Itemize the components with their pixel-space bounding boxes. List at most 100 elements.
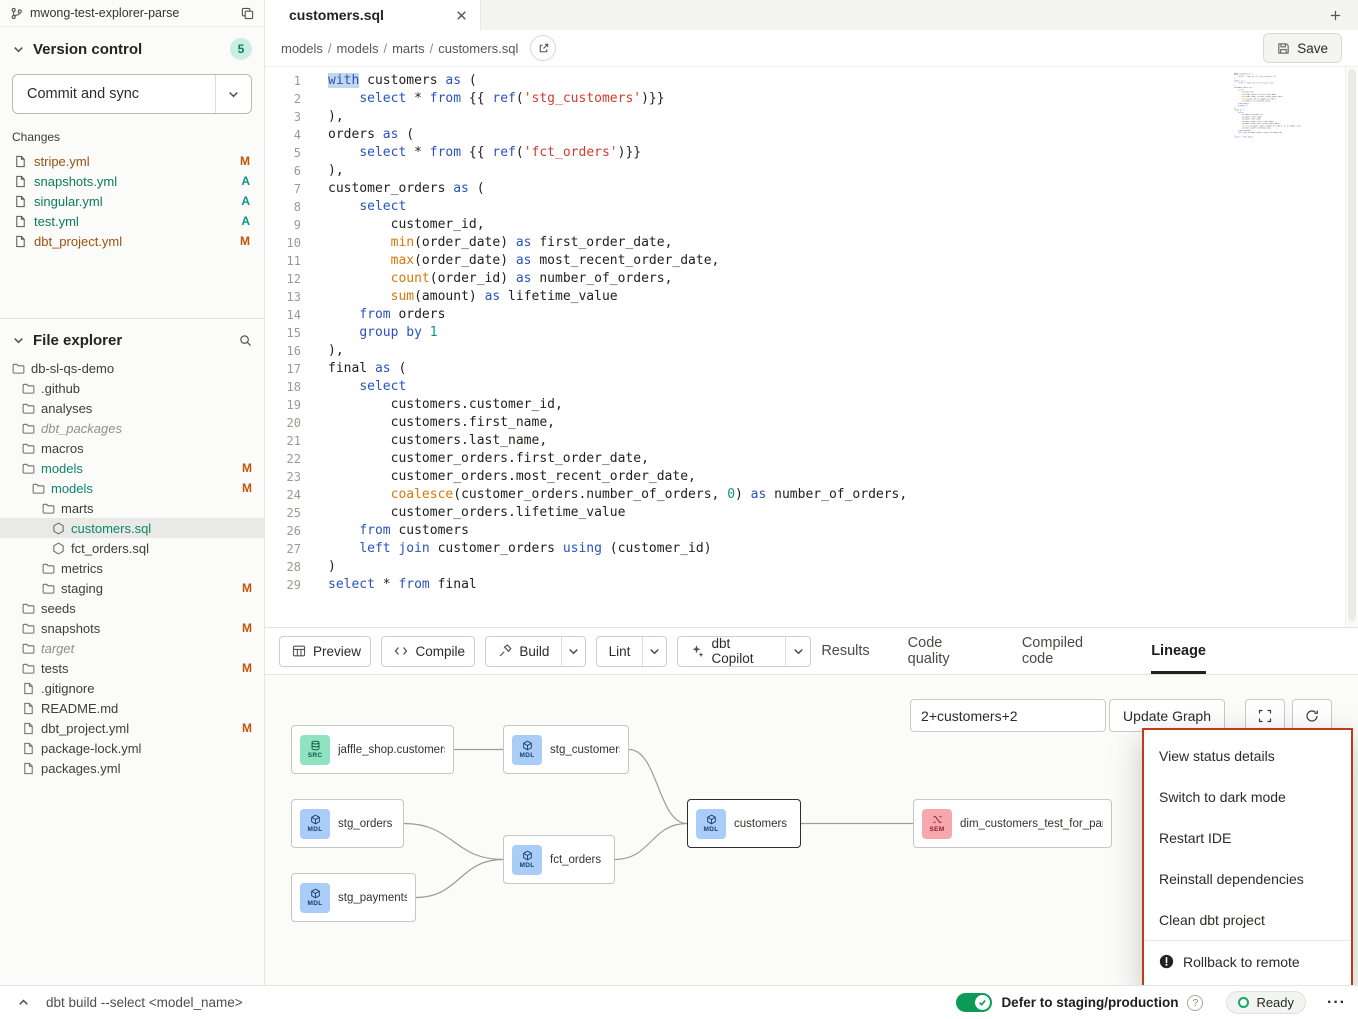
fullscreen-button[interactable] <box>1245 699 1285 732</box>
tree-item-label: staging <box>61 580 103 596</box>
menu-item-reinstall-dependencies[interactable]: Reinstall dependencies <box>1144 858 1351 899</box>
close-icon[interactable] <box>455 9 468 22</box>
search-icon[interactable] <box>239 334 252 347</box>
tree-item-.gitignore[interactable]: .gitignore <box>0 678 264 698</box>
tree-item-macros[interactable]: macros <box>0 438 264 458</box>
commit-and-sync-button[interactable]: Commit and sync <box>12 74 252 114</box>
commit-dropdown-button[interactable] <box>215 75 251 113</box>
lint-button[interactable]: Lint <box>595 635 668 667</box>
line-number: 1 <box>293 74 301 88</box>
tree-item-label: models <box>41 460 83 476</box>
tree-item-db-sl-qs-demo[interactable]: db-sl-qs-demo <box>0 358 264 378</box>
code-line: sum(amount) as lifetime_value <box>390 289 618 304</box>
open-in-explorer-button[interactable] <box>530 35 557 61</box>
scrollbar-thumb[interactable] <box>1348 69 1356 621</box>
code-content[interactable]: with customers as ( select * from {{ ref… <box>328 72 1278 594</box>
dbt-command-text[interactable]: dbt build --select <model_name> <box>46 995 243 1010</box>
breadcrumb-segment[interactable]: marts <box>392 40 425 56</box>
tree-item-README.md[interactable]: README.md <box>0 698 264 718</box>
line-number: 20 <box>286 416 301 430</box>
save-icon <box>1277 42 1290 55</box>
preview-button[interactable]: Preview <box>279 635 372 667</box>
code-line: with customers as ( <box>328 73 477 88</box>
code-line: customers.customer_id, <box>328 397 563 412</box>
tab-compiled-code[interactable]: Compiled code <box>1021 635 1084 667</box>
tree-item-target[interactable]: target <box>0 638 264 658</box>
tree-item-customers.sql[interactable]: customers.sql <box>0 518 264 538</box>
tree-item-metrics[interactable]: metrics <box>0 558 264 578</box>
tab-code-quality[interactable]: Code quality <box>907 635 950 667</box>
file-icon <box>22 762 35 775</box>
tree-item-dbt_packages[interactable]: dbt_packages <box>0 418 264 438</box>
breadcrumb-segment[interactable]: models <box>281 40 323 56</box>
menu-item-clean-dbt-project[interactable]: Clean dbt project <box>1144 899 1351 940</box>
tree-item-analyses[interactable]: analyses <box>0 398 264 418</box>
build-dropdown-button[interactable] <box>561 636 584 666</box>
build-button[interactable]: Build <box>485 635 586 667</box>
code-line: max(order_date) as most_recent_order_dat… <box>390 253 720 268</box>
result-tabs: Results Code quality Compiled code Lineage <box>821 628 1206 674</box>
tab-customers-sql[interactable]: customers.sql <box>265 0 481 30</box>
tree-item-packages.yml[interactable]: packages.yml <box>0 758 264 778</box>
copy-icon[interactable] <box>241 7 254 20</box>
dbt-copilot-dropdown-button[interactable] <box>785 636 810 666</box>
tree-item-label: seeds <box>41 600 76 616</box>
breadcrumb-segment[interactable]: customers.sql <box>438 40 519 56</box>
dbt-copilot-button[interactable]: dbt Copilot <box>677 635 812 667</box>
chevron-down-icon[interactable] <box>12 43 25 56</box>
tab-results[interactable]: Results <box>821 643 870 659</box>
tree-item-marts[interactable]: marts <box>0 498 264 518</box>
defer-toggle[interactable] <box>956 993 993 1012</box>
chevron-down-icon[interactable] <box>12 334 25 347</box>
vertical-scrollbar[interactable] <box>1345 67 1358 627</box>
breadcrumb-segment[interactable]: models <box>336 40 379 56</box>
menu-divider <box>1144 940 1351 941</box>
lineage-selector-input[interactable] <box>910 699 1107 732</box>
new-tab-button[interactable] <box>1312 0 1358 30</box>
save-button[interactable]: Save <box>1263 33 1342 63</box>
menu-item-switch-to-dark-mode[interactable]: Switch to dark mode <box>1144 776 1351 817</box>
line-number: 28 <box>286 560 301 574</box>
update-graph-button[interactable]: Update Graph <box>1109 699 1225 732</box>
menu-item-view-status-details[interactable]: View status details <box>1144 735 1351 776</box>
compile-button[interactable]: Compile <box>381 635 476 667</box>
tree-item-package-lock.yml[interactable]: package-lock.yml <box>0 738 264 758</box>
line-number: 17 <box>286 362 301 376</box>
menu-item-rollback-to-remote[interactable]: Rollback to remote <box>1144 941 1351 982</box>
overflow-menu-button[interactable]: ··· <box>1327 993 1346 1011</box>
menu-item-label: Rollback to remote <box>1183 953 1300 970</box>
table-icon <box>292 644 306 658</box>
tree-item-seeds[interactable]: seeds <box>0 598 264 618</box>
tree-item-.github[interactable]: .github <box>0 378 264 398</box>
tree-item-label: macros <box>41 440 84 456</box>
refresh-graph-button[interactable] <box>1292 699 1332 732</box>
tree-item-fct_orders.sql[interactable]: fct_orders.sql <box>0 538 264 558</box>
tab-lineage[interactable]: Lineage <box>1151 628 1206 674</box>
menu-item-restart-ide[interactable]: Restart IDE <box>1144 817 1351 858</box>
tab-title: customers.sql <box>289 7 384 23</box>
sidebar: mwong-test-explorer-parse Version contro… <box>0 0 265 985</box>
expand-panel-button[interactable] <box>12 996 34 1009</box>
lint-dropdown-button[interactable] <box>642 636 666 666</box>
help-icon[interactable]: ? <box>1187 994 1204 1011</box>
